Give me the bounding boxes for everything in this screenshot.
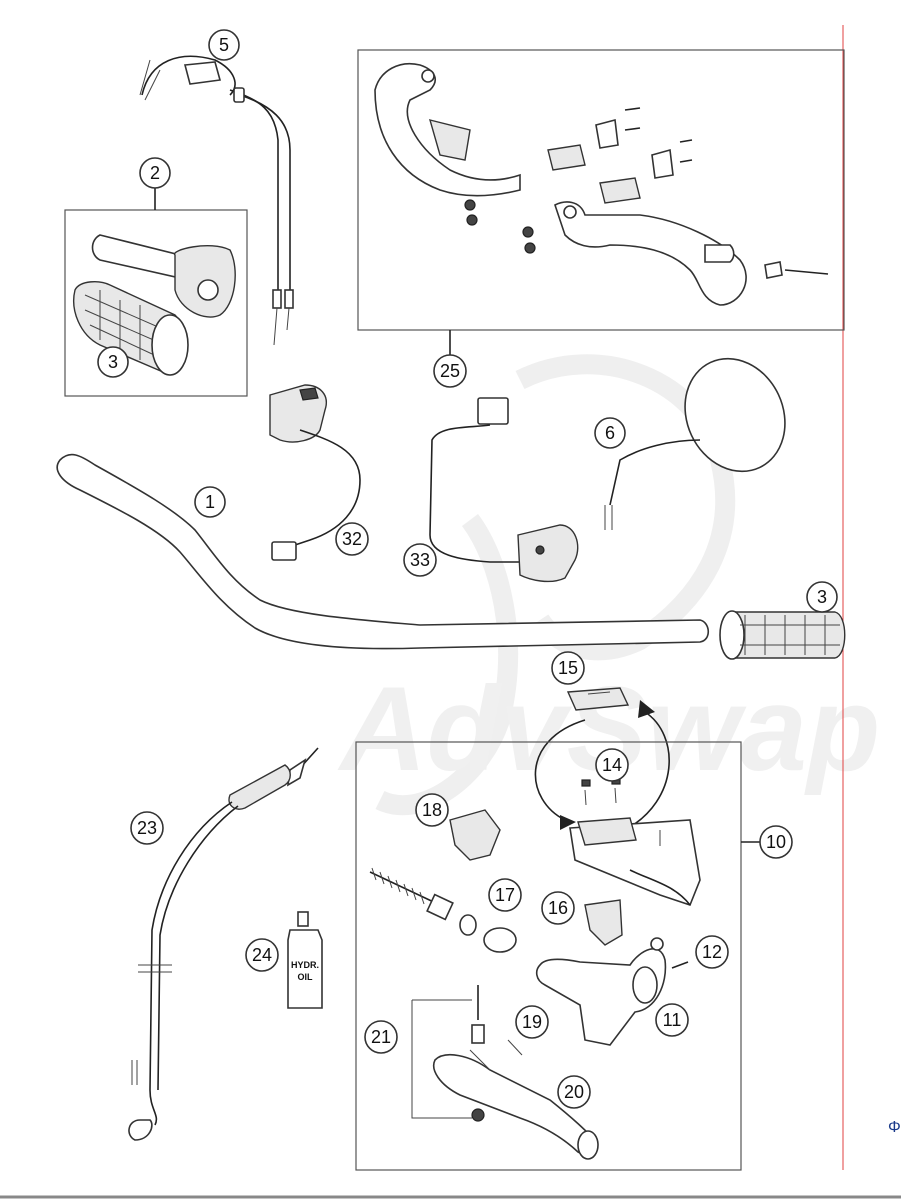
svg-text:23: 23	[137, 818, 157, 838]
throttle-kit-box	[64, 209, 248, 397]
svg-text:25: 25	[440, 361, 460, 381]
lever-pivot-18	[449, 809, 501, 861]
callout-3-right-grip: 3	[806, 581, 838, 613]
rotate-arrowhead-left	[560, 815, 576, 830]
master-cylinder-body-11	[535, 937, 689, 1046]
svg-text:19: 19	[522, 1012, 542, 1032]
piston-17	[369, 867, 517, 953]
rotate-arrowhead-right	[638, 700, 655, 718]
svg-text:21: 21	[371, 1027, 391, 1047]
handguard-kit-box	[357, 49, 845, 331]
callout-3-grip-kit: 3	[97, 346, 129, 378]
callout-25: 25	[433, 354, 467, 388]
svg-text:15: 15	[558, 658, 578, 678]
svg-text:24: 24	[252, 945, 272, 965]
svg-text:33: 33	[410, 550, 430, 570]
callout-17: 17	[488, 878, 522, 912]
svg-text:2: 2	[150, 163, 160, 183]
callout-18: 18	[415, 793, 449, 827]
callout-11: 11	[655, 1003, 689, 1037]
master-cylinder-kit-box	[355, 741, 742, 1171]
svg-text:1: 1	[205, 492, 215, 512]
callout-24: 24	[245, 938, 279, 972]
callout-20: 20	[557, 1075, 591, 1109]
right-grip	[719, 610, 846, 660]
bracket-16	[584, 899, 623, 946]
svg-text:17: 17	[495, 885, 515, 905]
corner-glyph: Φ	[888, 1119, 901, 1136]
callout-1: 1	[194, 486, 226, 518]
svg-text:3: 3	[108, 352, 118, 372]
reservoir-cap	[566, 687, 630, 711]
callout-12: 12	[695, 935, 729, 969]
callout-5: 5	[208, 29, 240, 61]
callout-32: 32	[335, 522, 369, 556]
callout-10: 10	[759, 825, 793, 859]
switch-33	[429, 397, 579, 583]
svg-text:10: 10	[766, 832, 786, 852]
callout-14: 14	[595, 748, 629, 782]
svg-text:6: 6	[605, 423, 615, 443]
mirror	[604, 357, 786, 530]
master-cylinder-assy	[569, 777, 701, 906]
svg-text:3: 3	[817, 587, 827, 607]
callout-6: 6	[594, 417, 626, 449]
lever-20	[433, 985, 599, 1160]
leader-21	[411, 999, 472, 1119]
svg-text:11: 11	[663, 1010, 682, 1030]
svg-text:5: 5	[219, 35, 229, 55]
rotate-arrow-right	[624, 711, 670, 831]
oil-bottle-label-line2: OIL	[298, 972, 314, 982]
callout-21: 21	[364, 1020, 398, 1054]
callout-33: 33	[403, 543, 437, 577]
callout-16: 16	[541, 891, 575, 925]
oil-bottle-label-line1: HYDR.	[291, 960, 319, 970]
svg-text:16: 16	[548, 898, 568, 918]
svg-text:18: 18	[422, 800, 442, 820]
handguards	[374, 63, 829, 306]
switch-32	[269, 384, 361, 561]
throttle-assembly	[73, 234, 236, 376]
handlebar	[56, 453, 710, 650]
callout-15: 15	[551, 651, 585, 685]
callout-2: 2	[139, 157, 171, 189]
svg-text:32: 32	[342, 529, 362, 549]
hose-23	[128, 747, 319, 1141]
callout-23: 23	[130, 811, 164, 845]
svg-text:14: 14	[602, 755, 622, 775]
rotate-arrow-left	[534, 719, 586, 821]
throttle-cables	[139, 55, 294, 346]
svg-text:20: 20	[564, 1082, 584, 1102]
callout-19: 19	[515, 1005, 549, 1039]
oil-bottle: HYDR. OIL	[287, 911, 323, 1009]
svg-text:12: 12	[702, 942, 722, 962]
